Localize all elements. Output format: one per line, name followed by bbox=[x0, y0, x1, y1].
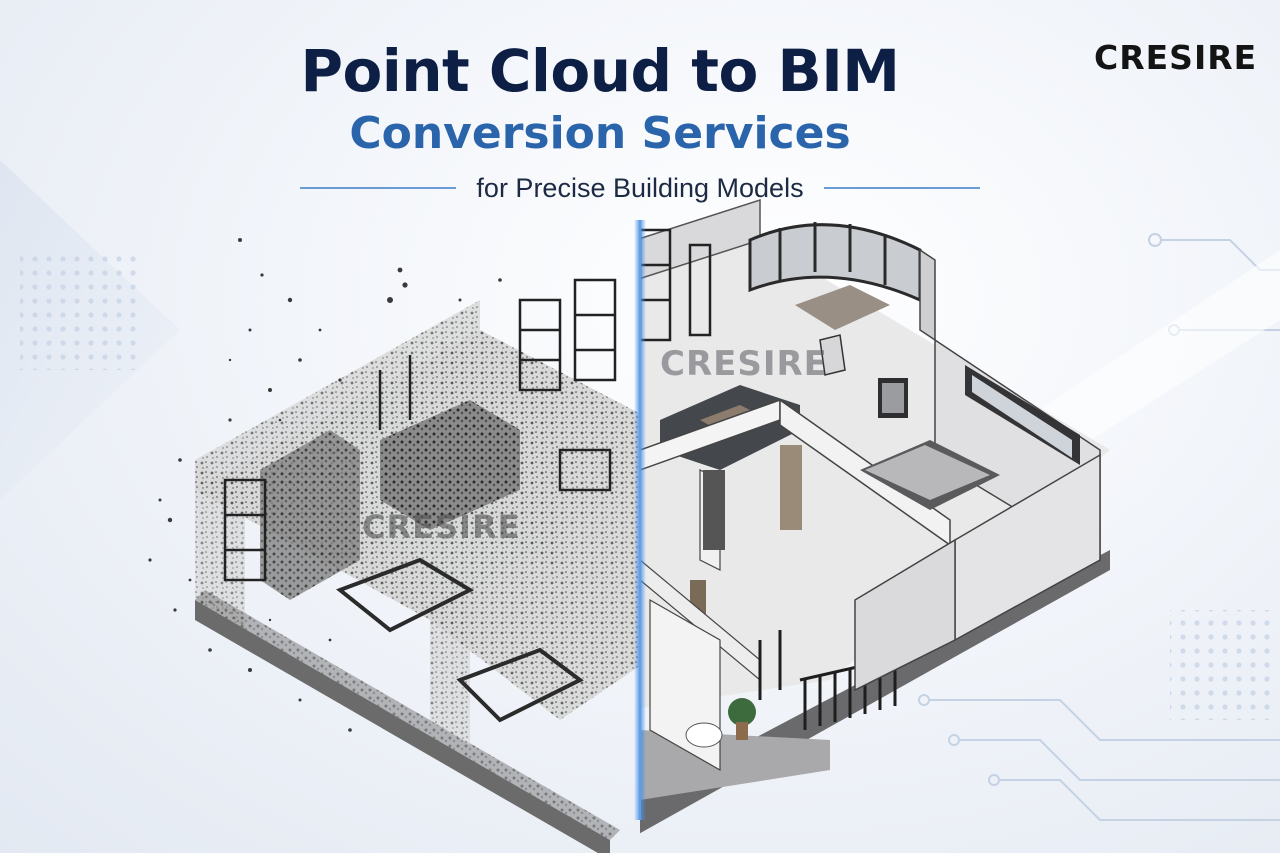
subtitle-rule-right bbox=[823, 187, 980, 189]
subtitle-rule-left bbox=[300, 187, 457, 189]
bim-model-side bbox=[640, 198, 1110, 834]
title-line-1: Point Cloud to BIM bbox=[300, 37, 900, 105]
subtitle-row: for Precise Building Models bbox=[300, 168, 980, 208]
watermark-logo-left: CRESIRE bbox=[362, 508, 521, 546]
headline: Point Cloud to BIM Conversion Services bbox=[0, 36, 1280, 162]
brand-logo: CRESIRE bbox=[1094, 38, 1258, 77]
point-cloud-side bbox=[148, 238, 640, 853]
right-dot-pattern bbox=[1170, 610, 1270, 720]
scan-particles bbox=[148, 238, 502, 732]
left-dot-pattern bbox=[20, 250, 140, 370]
watermark-logo-right: CRESIRE bbox=[660, 344, 828, 384]
subtitle: for Precise Building Models bbox=[476, 172, 804, 203]
right-light-stripe bbox=[1010, 250, 1280, 460]
title-line-2: Conversion Services bbox=[349, 108, 851, 159]
